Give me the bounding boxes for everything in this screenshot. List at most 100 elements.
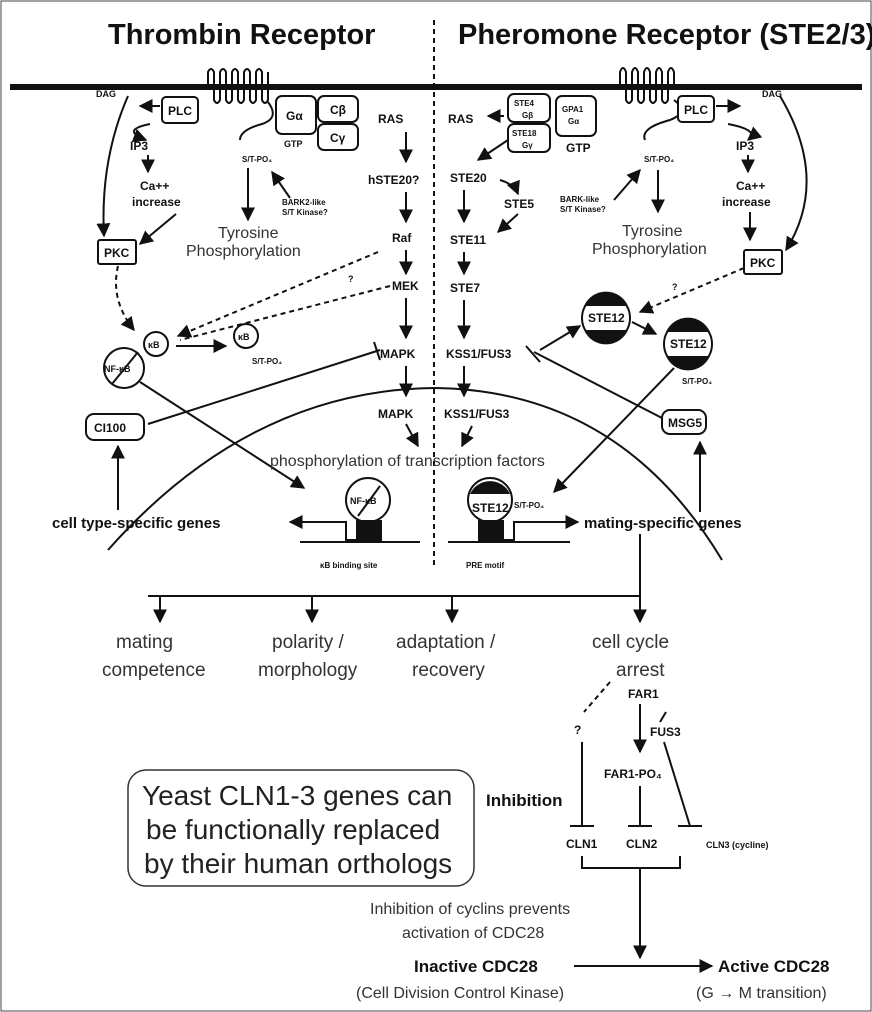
ste18-label: STE18 (512, 129, 537, 138)
msg5-inhibit-bar (525, 345, 541, 363)
far1-label: FAR1 (628, 687, 659, 701)
pkc-box-left (97, 239, 137, 265)
thrombin-receptor-7tm (207, 68, 269, 104)
pre-motif-label: PRE motif (466, 561, 505, 570)
mek-to-kb-dashed-line (179, 285, 391, 341)
note-line-2: be functionally replaced (146, 814, 440, 845)
bark2-to-receptor-arrow (271, 170, 291, 199)
ste12-a-base (584, 330, 628, 345)
cln-bracket (581, 856, 681, 869)
pkc-box-right (743, 249, 783, 275)
tyrosine-label-right: Tyrosine (622, 223, 683, 240)
fus3-label: FUS3 (650, 725, 681, 739)
question-mark-left: ? (348, 274, 354, 284)
ca-label-left: Ca++ (140, 179, 169, 193)
cln3-label: CLN3 (cycline) (706, 840, 769, 850)
pheromone-receptor-7tm (619, 67, 675, 104)
bark2-label-line1: BARK2-like (282, 198, 326, 207)
msg5-label: MSG5 (668, 416, 702, 430)
ste12-phospho-arrow (631, 321, 658, 335)
ca-label-right: Ca++ (736, 179, 765, 193)
gtp-label-left: GTP (284, 139, 303, 149)
st-po4-ste12-label: S/T-PO₄ (682, 377, 712, 386)
ci100-label: CI100 (94, 421, 126, 435)
phosphorylation-tf-label: phosphorylation of transcription factors (270, 453, 545, 470)
cell-cycle-label: cell cycle (592, 632, 669, 653)
note-line-1: Yeast CLN1-3 genes can (142, 780, 452, 811)
ip3-label-right: IP3 (736, 139, 754, 153)
st-po4-kb-label: S/T-PO₄ (252, 357, 282, 366)
msg5-box (661, 409, 707, 435)
cln1-label: CLN1 (566, 837, 598, 851)
nfkb-label: NF-κB (104, 364, 131, 374)
transcription-arrow-left (288, 515, 356, 541)
mapk-to-tf-arrow (405, 423, 419, 448)
kb-binding-site-block (356, 520, 382, 542)
ste18-box (507, 123, 551, 153)
g-alpha-box (275, 95, 317, 135)
pkc-to-ste12-dashed-arrow (638, 267, 745, 314)
ste20-to-ste5-arrow (499, 179, 520, 196)
pre-motif-block (478, 520, 504, 542)
msg5-inhibits-kss1-line (533, 351, 663, 419)
plc-label-left: PLC (168, 104, 192, 118)
plc-box-left (161, 96, 199, 124)
ste11-label: STE11 (450, 233, 486, 247)
activation-cdc28-label: activation of CDC28 (402, 925, 544, 942)
gpa1-ga-label: Gα (568, 117, 579, 126)
ste20-label: STE20 (450, 171, 487, 185)
mating-specific-genes-label: mating-specific genes (584, 515, 742, 532)
ste18-gg-label: Gγ (522, 141, 533, 150)
raf-label: Raf (392, 231, 412, 245)
transcription-arrow-right (504, 515, 580, 541)
thrombin-receptor-tail (239, 101, 274, 141)
st-po4-nuclear-label: S/T-PO₄ (514, 501, 544, 510)
ca-increase-label-right: increase (722, 195, 771, 209)
ste12-nuclear-cap (470, 481, 510, 494)
kss1-fus3-label: KSS1/FUS3 (446, 347, 512, 361)
note-line-3: by their human orthologs (144, 848, 452, 879)
pkc-label-left: PKC (104, 246, 130, 260)
ste12-a-cap (584, 291, 628, 306)
pheromone-receptor-tail (643, 99, 682, 141)
kb-binding-site-label: κB binding site (320, 561, 378, 570)
inhibition-cyclins-label: Inhibition of cyclins prevents (370, 901, 570, 918)
dag-label-right: DAG (762, 89, 782, 99)
ip3-label-left: IP3 (130, 139, 148, 153)
gpa1-box (555, 95, 597, 137)
ste4-box (507, 93, 551, 123)
st-po4-label-right: S/T-PO₄ (644, 155, 674, 164)
ste12-b-label: STE12 (670, 337, 707, 351)
dag-to-pkc-arrow-left (96, 95, 129, 238)
kb-free-circle (233, 323, 259, 349)
gpa1-label: GPA1 (562, 105, 584, 114)
g-beta-label: Cβ (330, 103, 346, 117)
raf-to-kb-dashed-arrow (176, 251, 379, 338)
bark-to-receptor-arrow (613, 168, 641, 201)
nfkb-nuclear-cleave (357, 485, 381, 517)
header-thrombin-receptor: Thrombin Receptor (108, 19, 375, 51)
inactive-cdc28-label: Inactive CDC28 (414, 957, 538, 976)
fus3-pointer (659, 711, 667, 723)
inactive-cdc28-sub-label: (Cell Division Control Kinase) (356, 985, 564, 1002)
cln2-label: CLN2 (626, 837, 658, 851)
g-gamma-label: Cγ (330, 131, 346, 145)
ste4-gb-label: Gβ (522, 111, 533, 120)
dag-to-pkc-arrow-right (779, 95, 808, 252)
ca-increase-label-left: increase (132, 195, 181, 209)
cycle-question-mark: ? (574, 723, 581, 737)
phosphorylation-label-left: Phosphorylation (186, 243, 301, 260)
mapk-nuclear-label: MAPK (378, 407, 414, 421)
active-cdc28-sub-label: (G → M transition) (696, 985, 827, 1002)
ste7-label: STE7 (450, 281, 480, 295)
active-cdc28-label: Active CDC28 (718, 957, 830, 976)
far1-po4-label: FAR1-PO₄ (604, 767, 662, 781)
ci100-inhibit-bar (373, 341, 381, 361)
kb-circle (143, 331, 169, 357)
ci100-box (85, 413, 145, 441)
ste18-to-ste20-arrow (476, 139, 509, 161)
pkc-to-kb-dashed-arrow (115, 265, 135, 332)
question-mark-pkc-right: ? (672, 282, 678, 292)
